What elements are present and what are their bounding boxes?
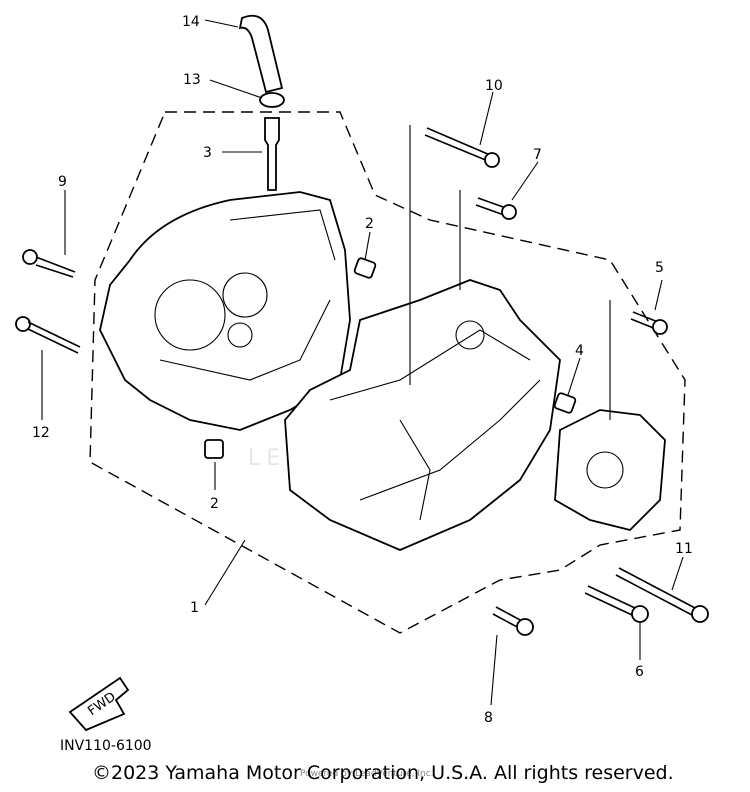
- bolt-11: [615, 567, 709, 623]
- breather-fitting: [264, 117, 280, 191]
- side-cover-bore: [586, 451, 624, 489]
- callout-8: 8: [484, 710, 493, 726]
- dowel-pin-upper: [353, 257, 377, 279]
- crankcase-right-half: [284, 279, 561, 551]
- fwd-arrow-icon: FWD: [68, 676, 130, 732]
- right-half-rib-3: [399, 419, 431, 521]
- callout-9: 9: [58, 174, 67, 190]
- bolt-7: [475, 197, 517, 220]
- dowel-pin-lower: [204, 439, 224, 459]
- callout-12: 12: [32, 425, 50, 441]
- assembly-boundary: [89, 111, 686, 634]
- left-half-rib-2: [229, 209, 336, 261]
- bolt-12: [15, 316, 81, 354]
- bolt-9: [22, 249, 76, 278]
- right-half-rib: [329, 329, 531, 401]
- left-half-bore-3: [227, 322, 253, 348]
- dowel-pin-4: [553, 392, 577, 414]
- bolt-10: [424, 127, 500, 168]
- left-half-bearing-bore: [154, 279, 226, 351]
- side-cover: [554, 409, 666, 531]
- callout-2-lower: 2: [210, 496, 219, 512]
- leader-lines: [41, 19, 684, 706]
- left-half-bore-2: [222, 272, 268, 318]
- callout-7: 7: [533, 147, 542, 163]
- callout-13: 14: [182, 14, 200, 30]
- bolt-6: [584, 585, 649, 623]
- callout-2-upper: 2: [365, 216, 374, 232]
- bolt-8: [492, 606, 534, 636]
- right-half-bore: [455, 320, 485, 350]
- copyright-notice: ©2023 Yamaha Motor Corporation, U.S.A. A…: [92, 762, 674, 784]
- callout-5: 5: [655, 260, 664, 276]
- callout-3: 3: [203, 145, 212, 161]
- figure-code: INV110-6100: [60, 738, 152, 754]
- left-half-rib: [159, 299, 331, 381]
- callout-11: 11: [675, 541, 693, 557]
- bolt-5: [630, 311, 668, 335]
- right-half-rib-2: [359, 379, 541, 501]
- callout-10: 10: [485, 78, 503, 94]
- callout-4: 4: [575, 343, 584, 359]
- callout-1: 1: [190, 600, 199, 616]
- breather-hose: [238, 14, 284, 94]
- callout-14: 13: [183, 72, 201, 88]
- tiny-caption: Powered by LeadVenture, Inc.: [300, 769, 434, 779]
- callout-6: 6: [635, 664, 644, 680]
- hose-clamp: [259, 92, 285, 108]
